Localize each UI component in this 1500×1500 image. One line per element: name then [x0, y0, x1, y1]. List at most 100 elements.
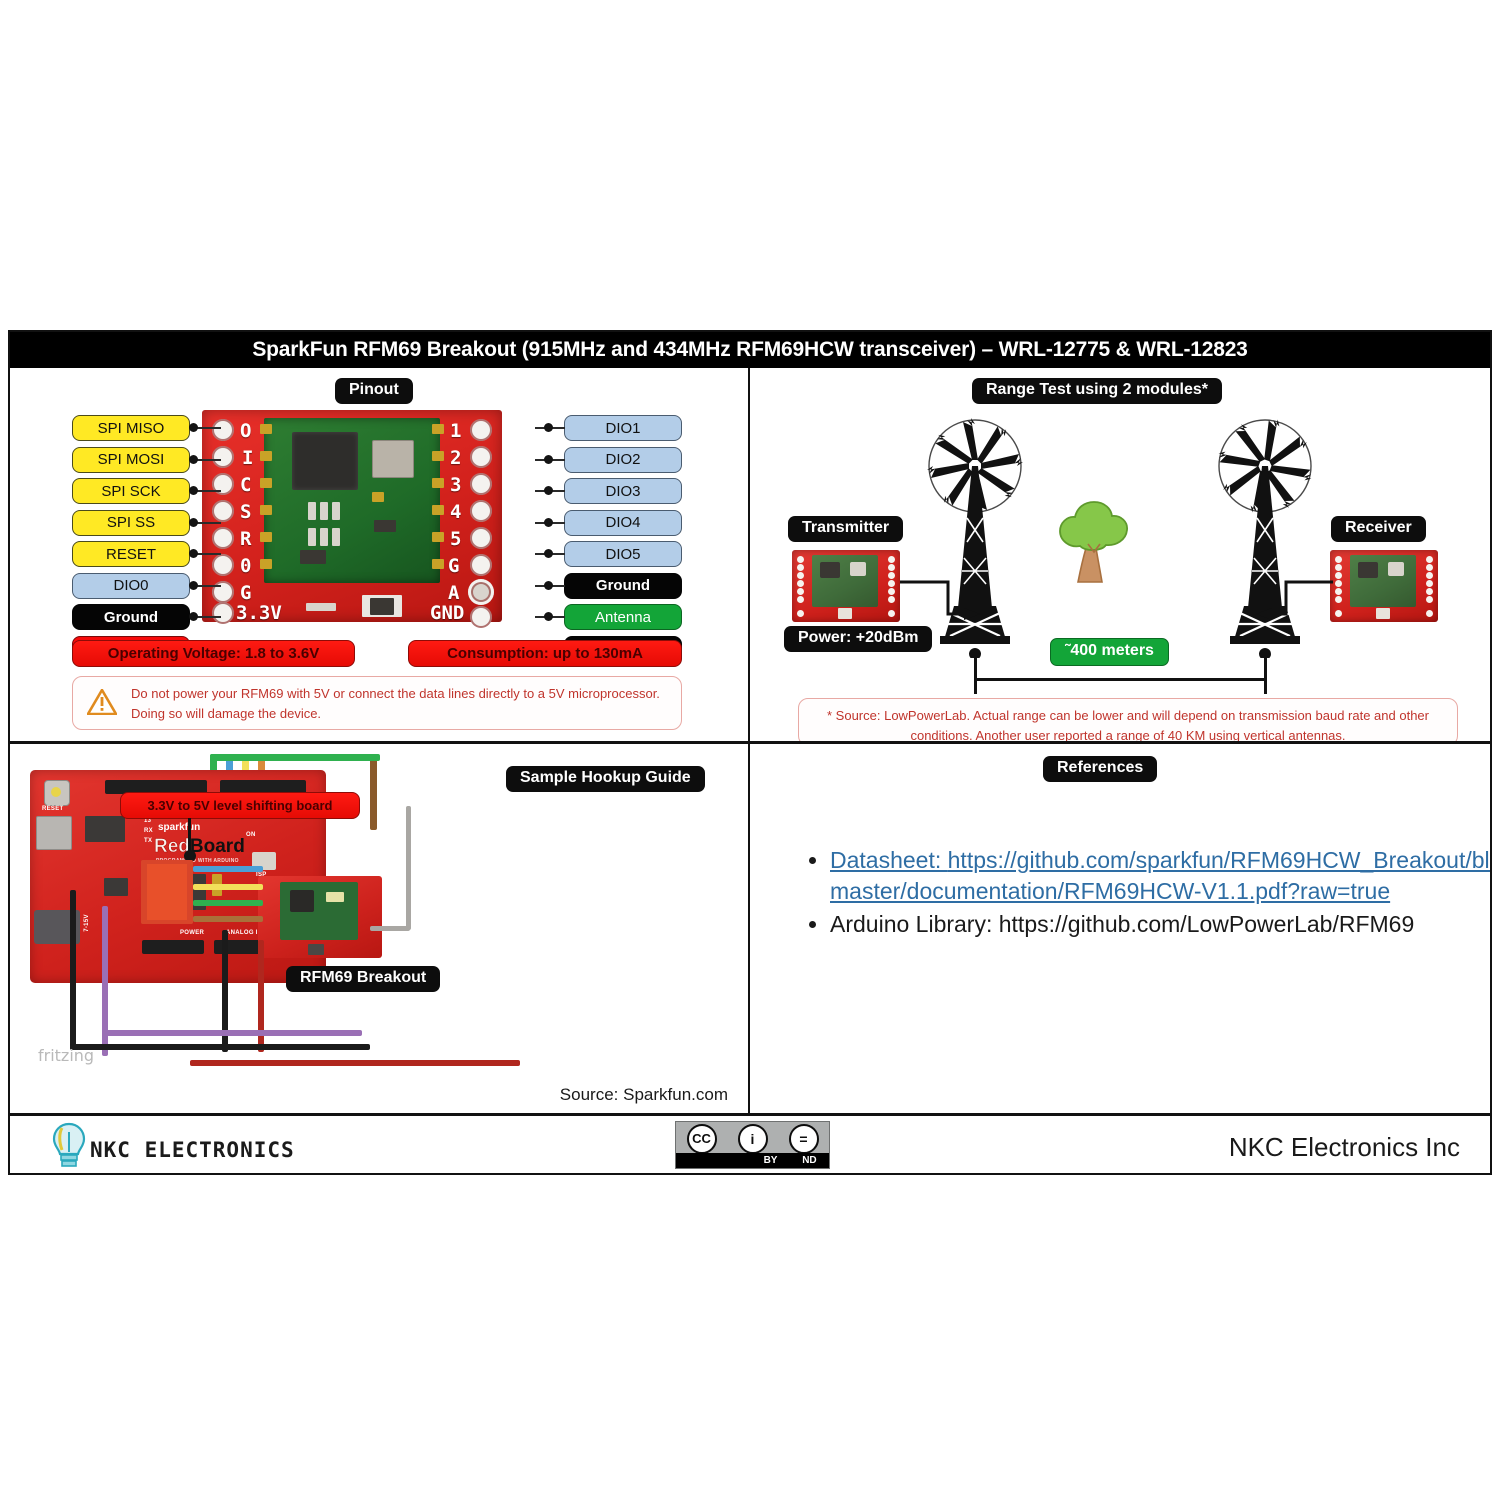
reference-link-0[interactable]: https://github.com/sparkfun/RFM69HCW_Bre…	[830, 847, 1490, 904]
reference-item-1: Arduino Library: https://github.com/LowP…	[830, 909, 1490, 940]
transmitter-label: Transmitter	[788, 516, 904, 542]
level-shifter-board	[141, 860, 193, 924]
pin-label-spi-mosi-left-1: SPI MOSI	[72, 446, 190, 473]
pin-leader-dot	[544, 517, 553, 527]
warning-text: Do not power your RFM69 with 5V or conne…	[131, 686, 660, 721]
level-shifter-leader-dot	[184, 850, 196, 862]
warning-triangle-icon	[87, 689, 117, 715]
wire-black-bottom	[70, 1044, 370, 1050]
page-title: SparkFun RFM69 Breakout (915MHz and 434M…	[10, 332, 1490, 368]
antenna-wire	[406, 806, 411, 930]
dim-tick-left	[974, 654, 977, 694]
tree-icon	[1059, 501, 1128, 583]
silk-tx: TX	[144, 838, 153, 844]
transmitter-arrow-icon	[900, 580, 980, 620]
wire-purple	[102, 906, 108, 1056]
pin-label-spi-miso-left-0: SPI MISO	[72, 415, 190, 441]
pin-label-spi-sck-left-2: SPI SCK	[72, 478, 190, 504]
reference-link-1[interactable]: https://github.com/LowPowerLab/RFM69	[998, 910, 1415, 937]
silk-on: ON	[246, 832, 256, 838]
pin-leader-dot	[544, 612, 553, 621]
pin-leader-line	[191, 616, 221, 618]
cc-by-icon: i	[737, 1123, 768, 1154]
pin-leader-line	[191, 521, 221, 524]
panel-range-test: Range Test using 2 modules*	[750, 368, 1490, 744]
level-shifter-leader	[188, 818, 191, 856]
dim-tick-right	[1264, 654, 1267, 694]
redboard-name-black: Board	[189, 836, 245, 857]
wire-black-2	[222, 930, 228, 1052]
panel-references: References Datasheet: https://github.com…	[750, 744, 1490, 1116]
cc-icon: CC	[686, 1123, 717, 1154]
silk-rx: RX	[144, 828, 153, 834]
redboard-tagline: PROGRAMMED WITH ARDUINO	[156, 858, 239, 864]
cc-by-text: BY	[763, 1155, 778, 1166]
wire-blue-run	[193, 866, 263, 872]
distance-label: ˜400 meters	[1050, 638, 1169, 666]
page-title-text: SparkFun RFM69 Breakout (915MHz and 434M…	[252, 338, 1248, 361]
pin-leader-dot	[189, 454, 198, 464]
warning-note: Do not power your RFM69 with 5V or conne…	[72, 676, 682, 730]
references-list: Datasheet: https://github.com/sparkfun/R…	[790, 845, 1490, 941]
redboard-name-red: Red	[154, 836, 191, 858]
section-header-range-test: Range Test using 2 modules*	[972, 378, 1222, 404]
section-header-references: References	[1043, 756, 1158, 782]
dim-span-line	[974, 678, 1267, 681]
rfm69-breakout-label: RFM69 Breakout	[286, 966, 441, 992]
pin-label-ground-right-5: Ground	[564, 572, 682, 599]
wire-yellow-run	[193, 884, 263, 890]
pin-label-dio1-right-0: DIO1	[564, 415, 682, 441]
pin-label-dio2-right-1: DIO2	[564, 446, 682, 473]
receiver-arrow-icon	[1256, 580, 1333, 620]
level-shifter-label: 3.3V to 5V level shifting board	[120, 792, 360, 819]
hookup-rfm69-board	[258, 876, 382, 958]
silk-analog: ANALOG IN	[226, 930, 263, 936]
silk-vin: 7-15V	[83, 914, 90, 932]
reference-prefix-1: Arduino Library:	[830, 910, 999, 937]
fact-operating-voltage: Operating Voltage: 1.8 to 3.6V	[72, 640, 355, 667]
receiver-tower-icon	[1218, 419, 1312, 658]
antenna-wire-bend	[370, 926, 410, 931]
pin-leader-dot	[544, 580, 553, 590]
sparkfun-brand: sparkfun	[158, 822, 201, 833]
section-header-hookup: Sample Hookup Guide	[506, 766, 705, 792]
pin-leader-dot	[189, 549, 198, 558]
reference-prefix-0: Datasheet:	[830, 847, 948, 873]
pin-leader-line	[191, 553, 221, 555]
pin-label-dio0-left-5: DIO0	[72, 572, 190, 599]
panel-pinout: Pinout O I C S	[10, 368, 750, 744]
silk-isp: ISP	[256, 872, 267, 878]
pin-leader-dot	[189, 423, 198, 432]
pin-leader-dot	[189, 612, 198, 621]
wire-black-1	[70, 890, 76, 1050]
pin-label-ground-left-6: Ground	[72, 604, 190, 630]
pin-leader-dot	[544, 454, 553, 464]
pin-leader-dot	[189, 517, 198, 527]
receiver-label: Receiver	[1331, 516, 1426, 542]
transmitter-module-image	[792, 550, 900, 622]
hookup-source-credit: Source: Sparkfun.com	[559, 1085, 728, 1104]
nkc-wordmark: NKC ELECTRONICS	[90, 1138, 295, 1162]
footer: NKC ELECTRONICS CC i = BY ND NKC Electro…	[10, 1116, 1490, 1173]
pin-label-spi-ss-left-3: SPI SS	[72, 509, 190, 536]
wire-brown-top	[370, 754, 377, 830]
pin-leader-dot	[544, 486, 553, 495]
lightbulb-icon	[52, 1122, 86, 1167]
pin-label-dio4-right-3: DIO4	[564, 509, 682, 536]
wire-green-top-run	[210, 754, 380, 761]
pin-leader-dot	[544, 549, 553, 558]
wire-brown-run	[193, 916, 263, 922]
wire-red-bottom	[190, 1060, 520, 1066]
infographic-frame: SparkFun RFM69 Breakout (915MHz and 434M…	[8, 330, 1492, 1175]
pin-label-antenna-right-6: Antenna	[564, 604, 682, 630]
range-footnote: * Source: LowPowerLab. Actual range can …	[798, 698, 1458, 741]
panel-hookup-guide: Sample Hookup Guide DIGITAL (PWM~) RESET…	[10, 744, 750, 1116]
pin-leader-dot	[544, 423, 553, 432]
cc-nd-text: ND	[802, 1155, 817, 1166]
fact-consumption: Consumption: up to 130mA	[408, 640, 682, 667]
creative-commons-badge: CC i = BY ND	[675, 1121, 830, 1169]
rfm69-board-image: O I C S R 0 G 3.3V 1 2 3 4 5 G A GND	[202, 410, 502, 628]
cc-nd-icon: =	[788, 1123, 819, 1154]
reference-item-0: Datasheet: https://github.com/sparkfun/R…	[830, 845, 1490, 907]
pin-leader-line	[191, 490, 221, 492]
